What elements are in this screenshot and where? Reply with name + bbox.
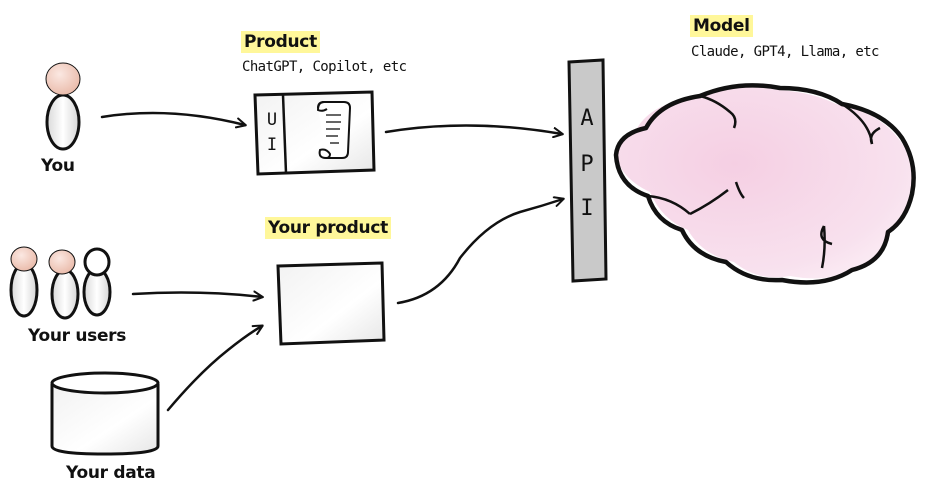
ui-label-i: I	[267, 135, 277, 155]
document-scroll-icon	[316, 101, 352, 159]
your-product-box	[276, 261, 386, 346]
label-product-subtitle: ChatGPT, Copilot, etc	[242, 59, 407, 75]
label-your-data: Your data	[66, 463, 156, 483]
arrow-data-to-your-product	[166, 326, 262, 412]
api-letter-p: P	[580, 152, 593, 177]
brain-model-icon	[613, 83, 916, 285]
arrow-your-product-to-api	[396, 199, 563, 305]
label-product-title: Product	[241, 31, 320, 53]
label-your-product-title: Your product	[265, 217, 391, 239]
api-bar: A P I	[567, 58, 608, 283]
api-letter-i: I	[580, 196, 593, 221]
ui-label-u: U	[267, 110, 277, 130]
product-box: U I	[253, 90, 376, 176]
label-model-subtitle: Claude, GPT4, Llama, etc	[691, 44, 879, 60]
label-you: You	[41, 156, 75, 176]
people-users-icon	[9, 246, 112, 320]
arrow-users-to-your-product	[131, 293, 262, 297]
label-model-title: Model	[690, 15, 753, 37]
label-your-users: Your users	[28, 326, 127, 346]
api-letter-a: A	[580, 106, 593, 131]
arrow-you-to-product	[100, 111, 245, 125]
arrow-product-to-api	[384, 124, 562, 134]
person-you-icon	[45, 62, 81, 151]
database-icon	[50, 371, 160, 456]
